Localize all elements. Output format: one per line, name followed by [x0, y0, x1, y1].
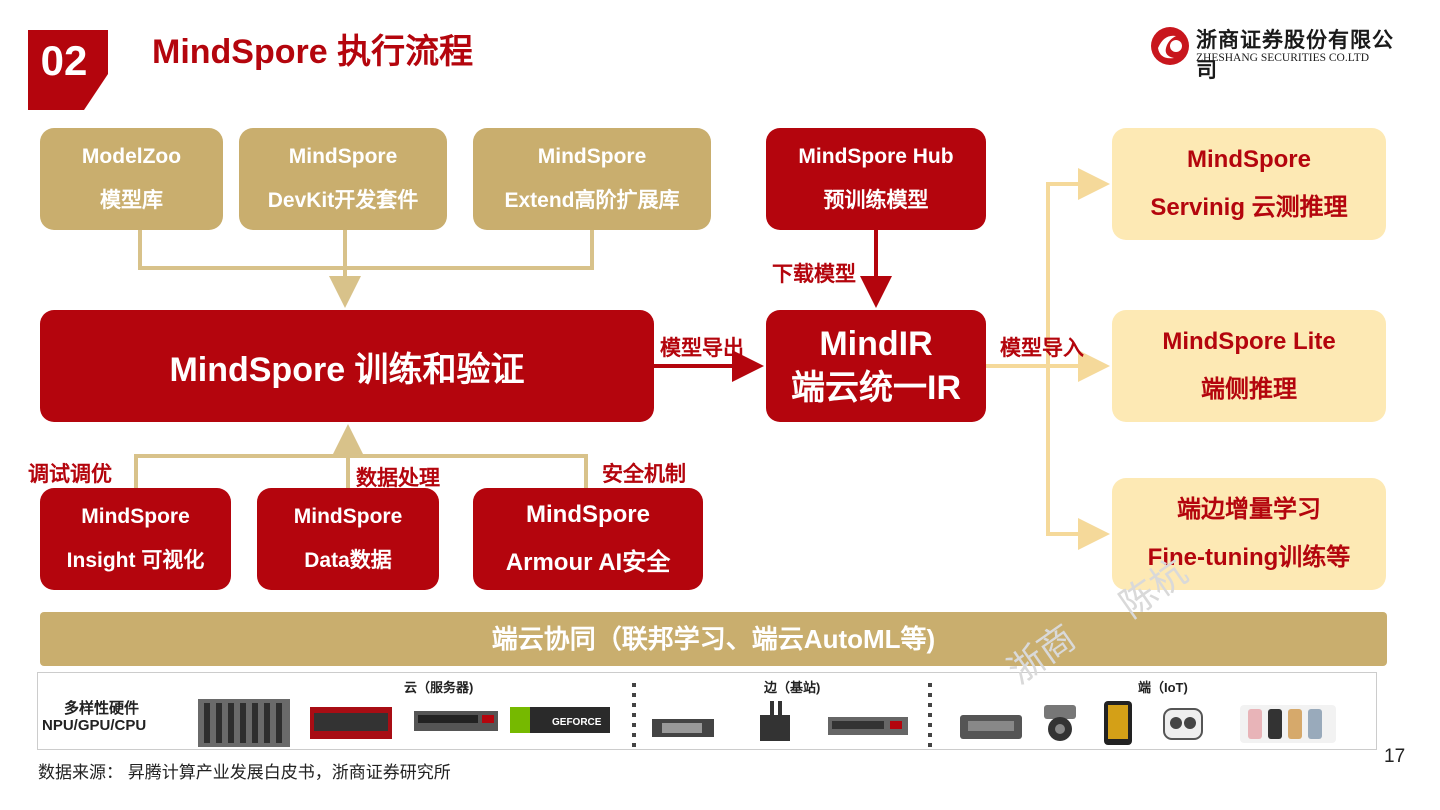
data-processing-label: 数据处理	[356, 467, 440, 490]
box-title: MindSpore	[288, 145, 398, 168]
box-subtitle: Fine-tuning训练等	[1147, 544, 1351, 571]
box-title: MindSpore 训练和验证	[169, 350, 525, 389]
box-subtitle: Armour AI安全	[505, 549, 671, 576]
hub-box: MindSpore Hub 预训练模型	[766, 128, 986, 230]
box-subtitle: 模型库	[100, 189, 163, 212]
box-title: MindSpore	[81, 505, 190, 528]
section-number-badge: 02	[28, 30, 108, 110]
box-title: 端边增量学习	[1177, 496, 1321, 523]
edge-label: 边（基站)	[764, 680, 821, 695]
top-merge-lines	[138, 230, 594, 308]
box-title: MindIR	[819, 325, 933, 363]
server-rack-icon	[198, 699, 290, 747]
company-name-cn: 浙商证券股份有限公司	[1196, 27, 1394, 82]
box-subtitle: 端侧推理	[1201, 376, 1297, 403]
server-unit-icon	[310, 707, 392, 739]
divider-dots-2	[928, 683, 932, 747]
box-title: MindSpore	[526, 501, 650, 528]
box-subtitle: Insight 可视化	[66, 549, 205, 572]
box-subtitle: Extend高阶扩展库	[504, 189, 680, 212]
box-title: MindSpore	[537, 145, 647, 168]
box-title: ModelZoo	[81, 145, 182, 168]
box-title: MindSpore Lite	[1162, 328, 1336, 355]
device-label: 端（IoT)	[1138, 680, 1188, 695]
finetune-box: 端边增量学习 Fine-tuning训练等	[1112, 478, 1386, 590]
page-title: MindSpore 执行流程	[152, 33, 474, 71]
edge-module-icon	[760, 701, 790, 741]
bottom-merge-lines	[134, 424, 588, 488]
company-logo: 浙商证券股份有限公司 ZHESHANG SECURITIES CO.LTD	[1150, 24, 1410, 82]
smartwatch-icon	[1240, 705, 1336, 743]
debug-label: 调试调优	[28, 463, 112, 486]
devkit-box: MindSpore DevKit开发套件	[239, 128, 447, 230]
server-1u-icon	[414, 711, 498, 731]
data-source: 数据来源： 昇腾计算产业发展白皮书，浙商证券研究所	[38, 763, 451, 782]
modelzoo-box: ModelZoo 模型库	[40, 128, 223, 230]
gpu-card-text: GEFORCE	[552, 717, 602, 728]
gpu-card-icon: GEFORCE	[510, 707, 610, 733]
company-name-en: ZHESHANG SECURITIES CO.LTD	[1196, 52, 1370, 64]
page-number: 17	[1384, 746, 1406, 767]
download-label: 下载模型	[772, 263, 856, 286]
edge-card-icon	[652, 719, 714, 737]
divider-dots-1	[632, 683, 636, 747]
hardware-label-1: 多样性硬件	[64, 700, 140, 717]
mindir-box: MindIR 端云统一IR	[766, 310, 986, 422]
train-validate-box: MindSpore 训练和验证	[40, 310, 654, 422]
export-label: 模型导出	[660, 337, 744, 360]
box-title: MindSpore Hub	[798, 145, 954, 168]
box-subtitle: Data数据	[304, 549, 392, 572]
serving-box: MindSpore Servinig 云测推理	[1112, 128, 1386, 240]
camera-icon	[1044, 705, 1076, 741]
box-subtitle: DevKit开发套件	[267, 189, 419, 212]
hardware-strip: 多样性硬件 NPU/GPU/CPU 云（服务器) 边（基站) 端（IoT) GE…	[37, 672, 1377, 750]
section-number: 02	[40, 37, 88, 84]
box-subtitle: Servinig 云测推理	[1150, 194, 1348, 221]
armour-box: MindSpore Armour AI安全	[473, 488, 703, 590]
cloud-label: 云（服务器)	[404, 680, 474, 695]
device-box-icon	[960, 715, 1022, 739]
import-label: 模型导入	[1000, 337, 1084, 360]
company-logo-icon	[1151, 27, 1189, 65]
data-box: MindSpore Data数据	[257, 488, 439, 590]
edge-server-icon	[828, 717, 908, 735]
security-label: 安全机制	[602, 463, 686, 486]
import-arrows	[986, 168, 1110, 550]
hardware-label-2: NPU/GPU/CPU	[42, 717, 147, 734]
phone-icon	[1104, 701, 1132, 745]
device-cloud-collab-band: 端云协同（联邦学习、端云AutoML等)	[40, 612, 1387, 666]
box-title: MindSpore	[293, 505, 403, 528]
earbuds-icon	[1163, 708, 1203, 740]
extend-box: MindSpore Extend高阶扩展库	[473, 128, 711, 230]
box-subtitle: 预训练模型	[823, 189, 929, 212]
lite-box: MindSpore Lite 端侧推理	[1112, 310, 1386, 422]
insight-box: MindSpore Insight 可视化	[40, 488, 231, 590]
box-title: MindSpore	[1187, 146, 1311, 173]
box-subtitle: 端云统一IR	[791, 369, 961, 407]
